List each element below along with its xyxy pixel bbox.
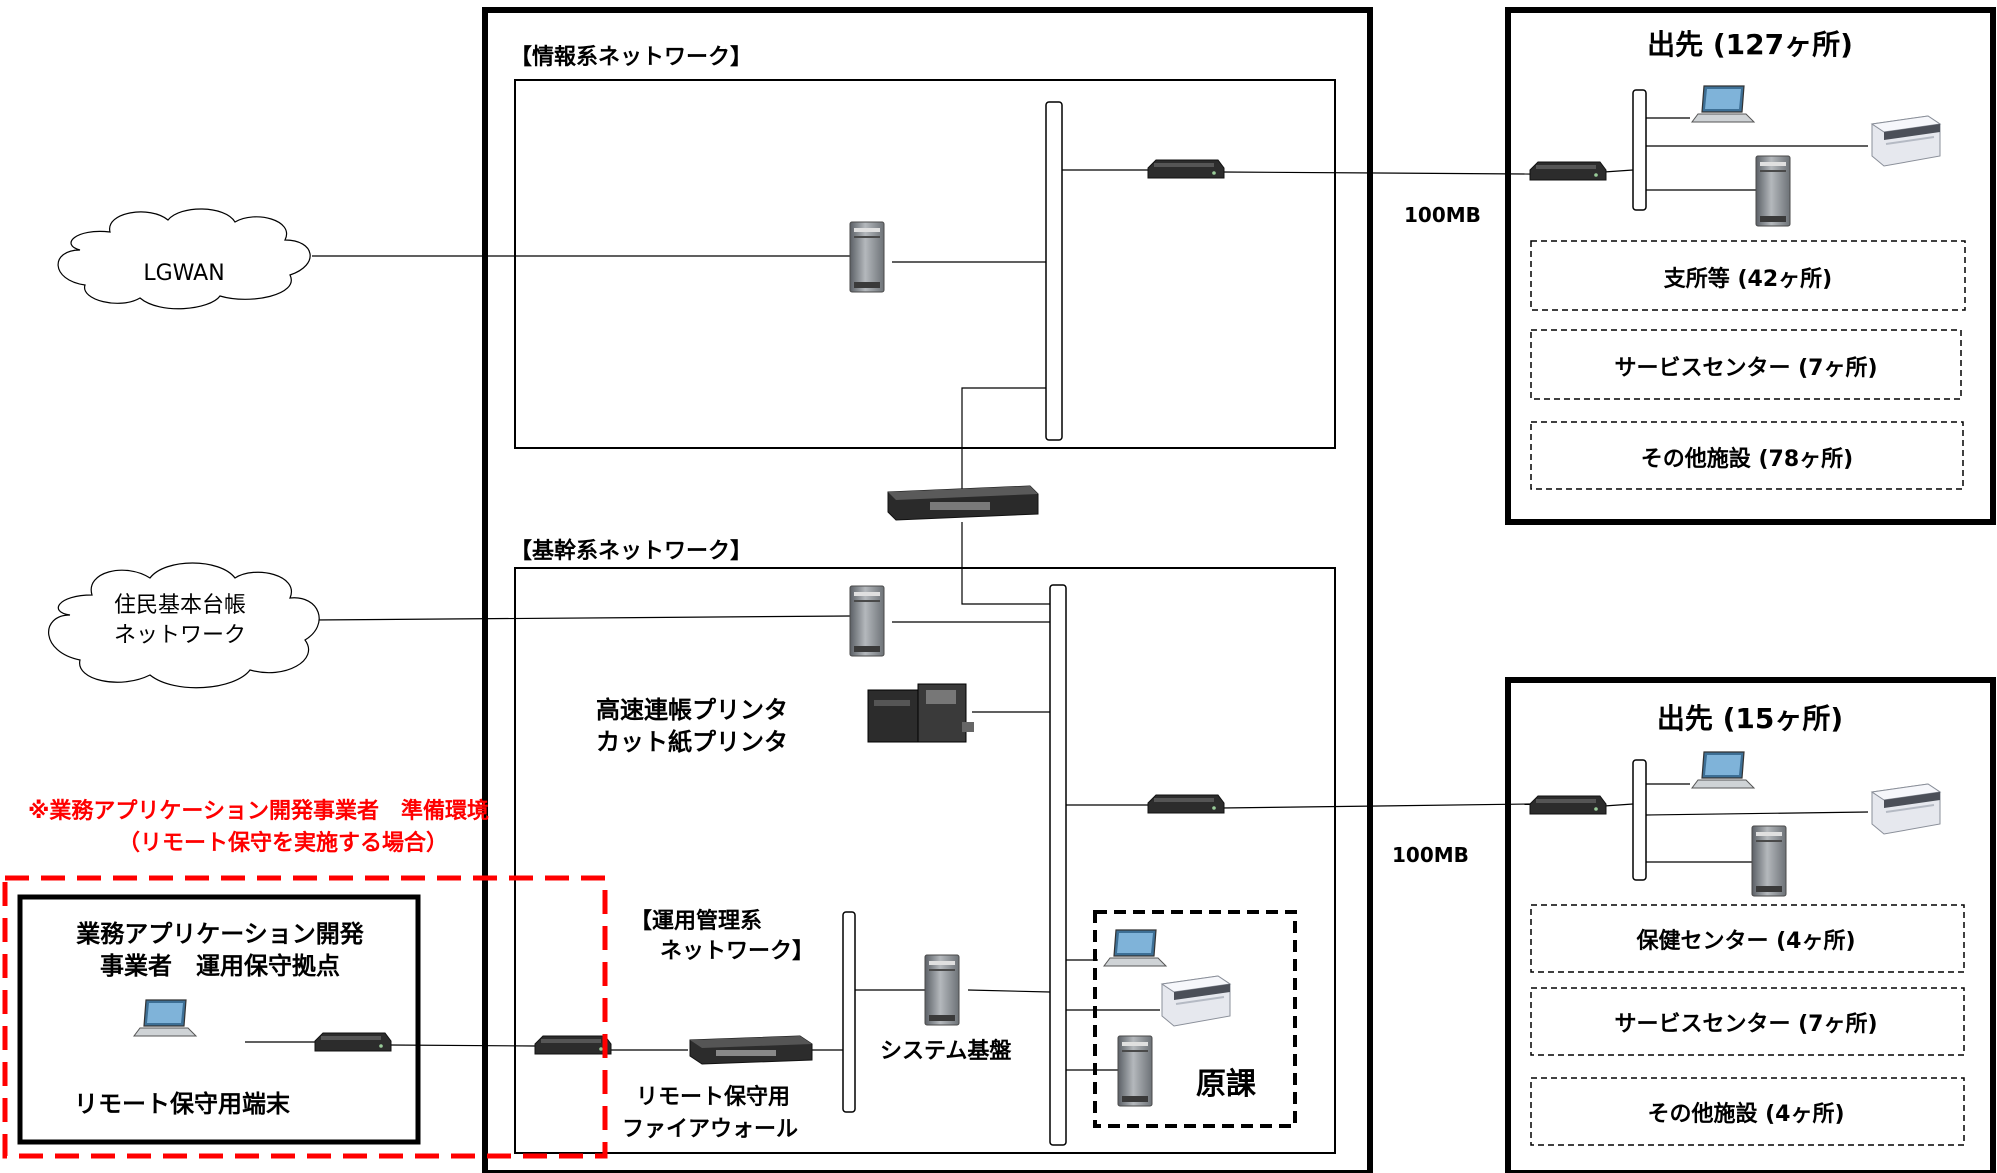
site-top-title: 出先 (127ヶ所): [1647, 28, 1853, 61]
printer-label-2: カット紙プリンタ: [596, 728, 788, 756]
site-bottom-server-icon: [1752, 826, 1786, 896]
remote-site-title-2: 事業者 運用保守拠点: [100, 952, 340, 980]
info-network-box: [515, 80, 1335, 448]
firewall-label-2: ファイアウォール: [622, 1117, 798, 1142]
printer-label-1: 高速連帳プリンタ: [596, 696, 788, 724]
ops-router-icon: [535, 1036, 611, 1054]
lgwan-label: LGWAN: [143, 261, 224, 286]
firewall-label-1: リモート保守用: [636, 1084, 790, 1110]
site-top-server-icon: [1756, 156, 1790, 226]
remote-note-1: ※業務アプリケーション開発事業者 準備環境: [28, 798, 489, 824]
remote-router-icon: [315, 1033, 391, 1051]
site-bottom-title: 出先 (15ヶ所): [1657, 702, 1843, 735]
core-bus: [1050, 585, 1066, 1145]
remote-note-2: （リモート保守を実施する場合）: [118, 830, 448, 856]
system-base-server-icon: [925, 955, 959, 1025]
site-top-router-icon: [1530, 162, 1606, 180]
genka-server-icon: [1118, 1036, 1152, 1106]
site-bottom-item-1: サービスセンター (7ヶ所): [1614, 1012, 1877, 1037]
core-network-box: [515, 568, 1335, 1153]
site-bottom-laptop-icon: [1692, 752, 1754, 788]
ops-network-title-2: ネットワーク】: [660, 939, 814, 964]
juki-label-1: 住民基本台帳: [114, 593, 246, 618]
genka-label: 原課: [1196, 1067, 1257, 1102]
genka-laptop-icon: [1104, 930, 1166, 966]
site-bottom-printer-icon: [1872, 784, 1940, 834]
site-bottom-bus: [1633, 760, 1646, 880]
system-base-label: システム基盤: [880, 1038, 1012, 1064]
high-speed-printer-icon: [868, 684, 974, 742]
site-top-laptop-icon: [1692, 86, 1754, 122]
site-bottom-box: [1508, 680, 1993, 1173]
juki-server-icon: [850, 586, 884, 656]
site-bottom-item-2: その他施設 (4ヶ所): [1647, 1101, 1844, 1127]
remote-terminal-laptop-icon: [134, 1000, 196, 1036]
core-network-title: 【基幹系ネットワーク】: [510, 538, 752, 564]
ops-network-title-1: 【運用管理系: [630, 908, 762, 934]
juki-label-2: ネットワーク: [114, 623, 246, 648]
site-top-bus: [1633, 90, 1646, 210]
site-top-item-0: 支所等 (42ヶ所): [1664, 266, 1832, 292]
site-top-item-1: サービスセンター (7ヶ所): [1614, 356, 1877, 381]
remote-terminal-label: リモート保守用端末: [74, 1090, 291, 1118]
remote-firewall-icon: [690, 1036, 812, 1064]
site-top-printer-icon: [1872, 116, 1940, 166]
site-bottom-item-0: 保健センター (4ヶ所): [1635, 928, 1855, 954]
core-router-icon: [1148, 795, 1224, 813]
top-link-speed: 100MB: [1404, 203, 1481, 227]
lgwan-server-icon: [850, 222, 884, 292]
ops-bus: [843, 912, 855, 1112]
bottom-link-speed: 100MB: [1392, 843, 1469, 867]
genka-printer-icon: [1162, 976, 1230, 1026]
remote-site-title-1: 業務アプリケーション開発: [76, 920, 365, 948]
inter-network-firewall-icon: [888, 486, 1038, 520]
site-bottom-router-icon: [1530, 796, 1606, 814]
info-bus: [1046, 102, 1062, 440]
site-top-box: [1508, 10, 1993, 522]
lgwan-cloud: [58, 209, 310, 309]
site-top-item-2: その他施設 (78ヶ所): [1641, 446, 1853, 472]
info-router-icon: [1148, 160, 1224, 178]
info-network-title: 【情報系ネットワーク】: [510, 44, 752, 70]
